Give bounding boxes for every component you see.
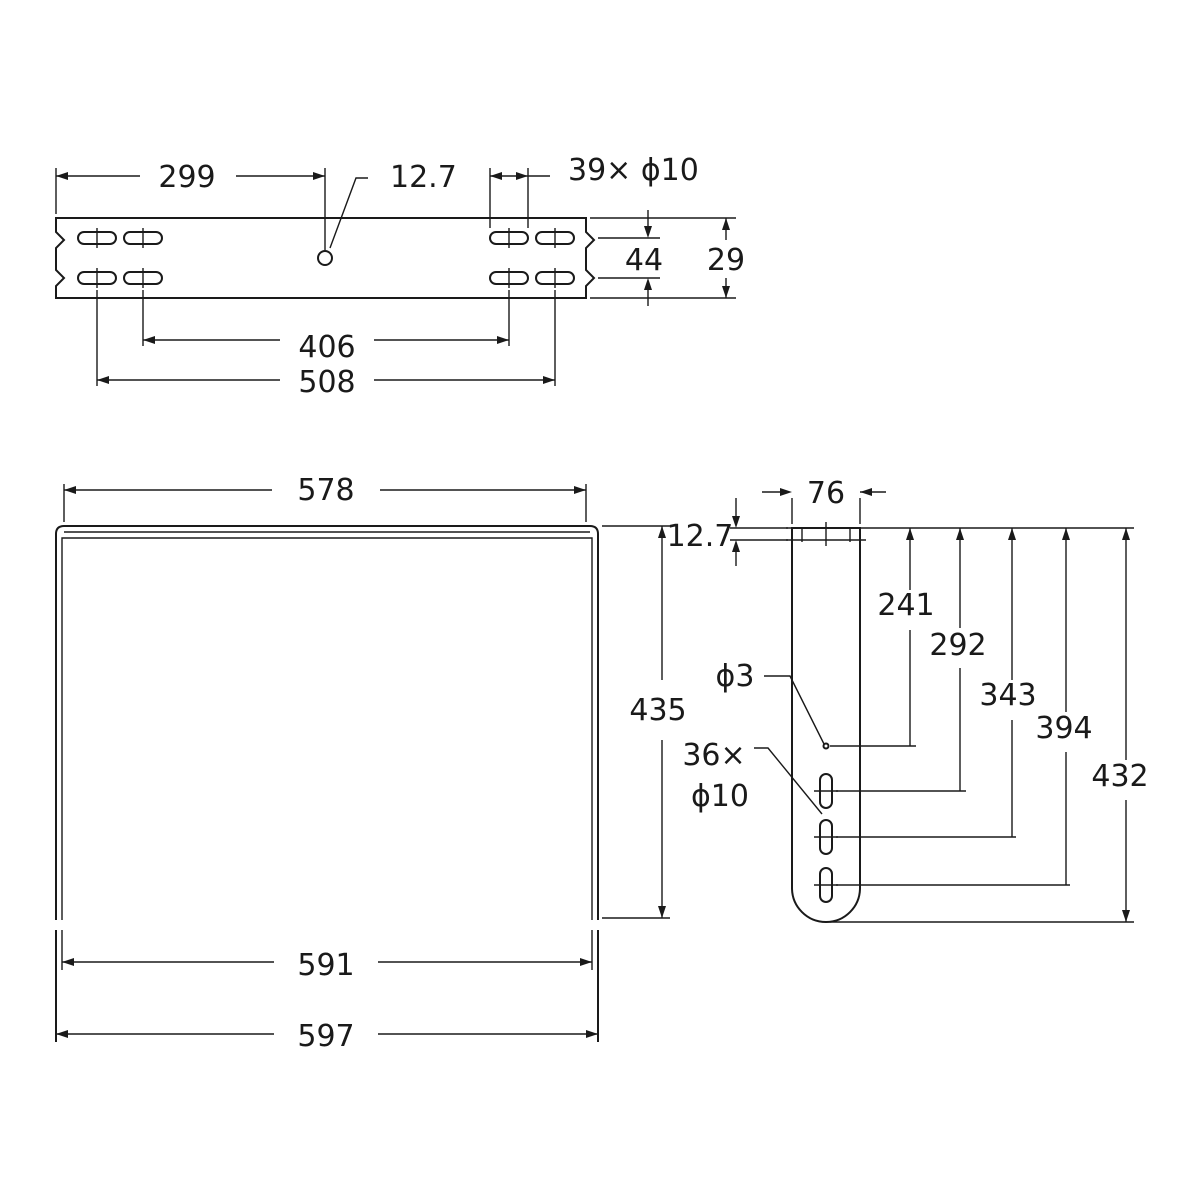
front-bracket-outline: [55, 525, 599, 920]
dim-slots-count-label: 36×: [682, 738, 745, 773]
arrow: [780, 488, 792, 496]
dim-432-label: 432: [1091, 759, 1148, 794]
dim-597-label: 597: [297, 1019, 354, 1054]
dim-44-label: 44: [625, 243, 663, 278]
dim-44-lines: [598, 210, 660, 306]
arrow: [543, 376, 555, 384]
dim-292-label: 292: [929, 628, 986, 663]
dim-394-lines: [836, 527, 1076, 886]
dim-29-lines: [590, 217, 736, 299]
arrow: [497, 336, 509, 344]
arrow: [490, 172, 502, 180]
slot-centre-marks: [96, 228, 556, 288]
dim-299-label: 299: [158, 160, 215, 195]
dim-12-7-label: 12.7: [390, 160, 457, 195]
arrow: [1122, 528, 1130, 540]
arrow: [1062, 528, 1070, 540]
dim-578-label: 578: [297, 473, 354, 508]
arrow: [1122, 910, 1130, 922]
dim-406-lines: [142, 290, 510, 346]
arrow: [1008, 528, 1016, 540]
dim-299-lines: [55, 168, 326, 250]
arrow: [62, 958, 74, 966]
dim-432-lines: [830, 527, 1134, 923]
dim-slots-dia-label: ϕ10: [691, 779, 749, 814]
arrow: [732, 516, 740, 528]
arrow: [658, 906, 666, 918]
dim-12-7-leader: [329, 177, 368, 249]
arrow: [143, 336, 155, 344]
dim-591-lines: [61, 930, 593, 970]
dim-241-label: 241: [877, 588, 934, 623]
arrow: [56, 1030, 68, 1038]
side-view: 76 12.7 241 292 343 394 432 ϕ3: [667, 476, 1149, 923]
dim-591-label: 591: [297, 948, 354, 983]
dim-508-label: 508: [298, 365, 355, 400]
arrow: [860, 488, 872, 496]
front-view: 578 435 591 597: [55, 473, 687, 1054]
slot-centre-marks-side: [814, 790, 838, 886]
dim-hole-leader: [764, 675, 825, 745]
arrow: [722, 286, 730, 298]
arrow: [658, 526, 666, 538]
top-plate-outline: [55, 217, 596, 299]
centre-hole: [317, 250, 333, 266]
dim-343-label: 343: [979, 678, 1036, 713]
dim-76-label: 76: [807, 476, 845, 511]
arrow: [644, 278, 652, 290]
dim-578-lines: [63, 484, 587, 522]
dim-406-label: 406: [298, 330, 355, 365]
arrow: [516, 172, 528, 180]
front-bracket-ends: [55, 930, 599, 1042]
dim-12-7-side-label: 12.7: [667, 519, 734, 554]
dim-12-7-side-lines: [730, 498, 788, 566]
arrow: [956, 528, 964, 540]
dim-slots-label: 39× ϕ10: [568, 153, 699, 188]
dim-slots-leader: [754, 747, 823, 815]
dim-343-lines: [836, 527, 1022, 838]
front-bracket-inner: [61, 537, 593, 920]
dim-slot-width-lines: [489, 168, 550, 228]
dim-435-lines: [602, 525, 670, 919]
dim-29-label: 29: [707, 243, 745, 278]
dim-292-lines: [836, 527, 970, 792]
arrow: [732, 540, 740, 552]
arrow: [574, 486, 586, 494]
dim-241-lines: [830, 527, 920, 747]
dim-hole-label: ϕ3: [716, 659, 755, 694]
arrow: [313, 172, 325, 180]
dim-508-lines: [96, 290, 556, 386]
arrow: [580, 958, 592, 966]
side-hole: [822, 742, 830, 750]
arrow: [64, 486, 76, 494]
side-top-ticks: [801, 522, 851, 546]
arrow: [56, 172, 68, 180]
dim-394-label: 394: [1035, 711, 1092, 746]
side-plate-outline: [791, 527, 861, 923]
arrow: [722, 218, 730, 230]
arrow: [906, 528, 914, 540]
arrow: [586, 1030, 598, 1038]
top-view: 299 12.7 39× ϕ10 44 29 406 508: [55, 153, 745, 400]
arrow: [644, 226, 652, 238]
dim-76-lines: [762, 491, 886, 524]
arrow: [97, 376, 109, 384]
dim-435-label: 435: [629, 693, 686, 728]
